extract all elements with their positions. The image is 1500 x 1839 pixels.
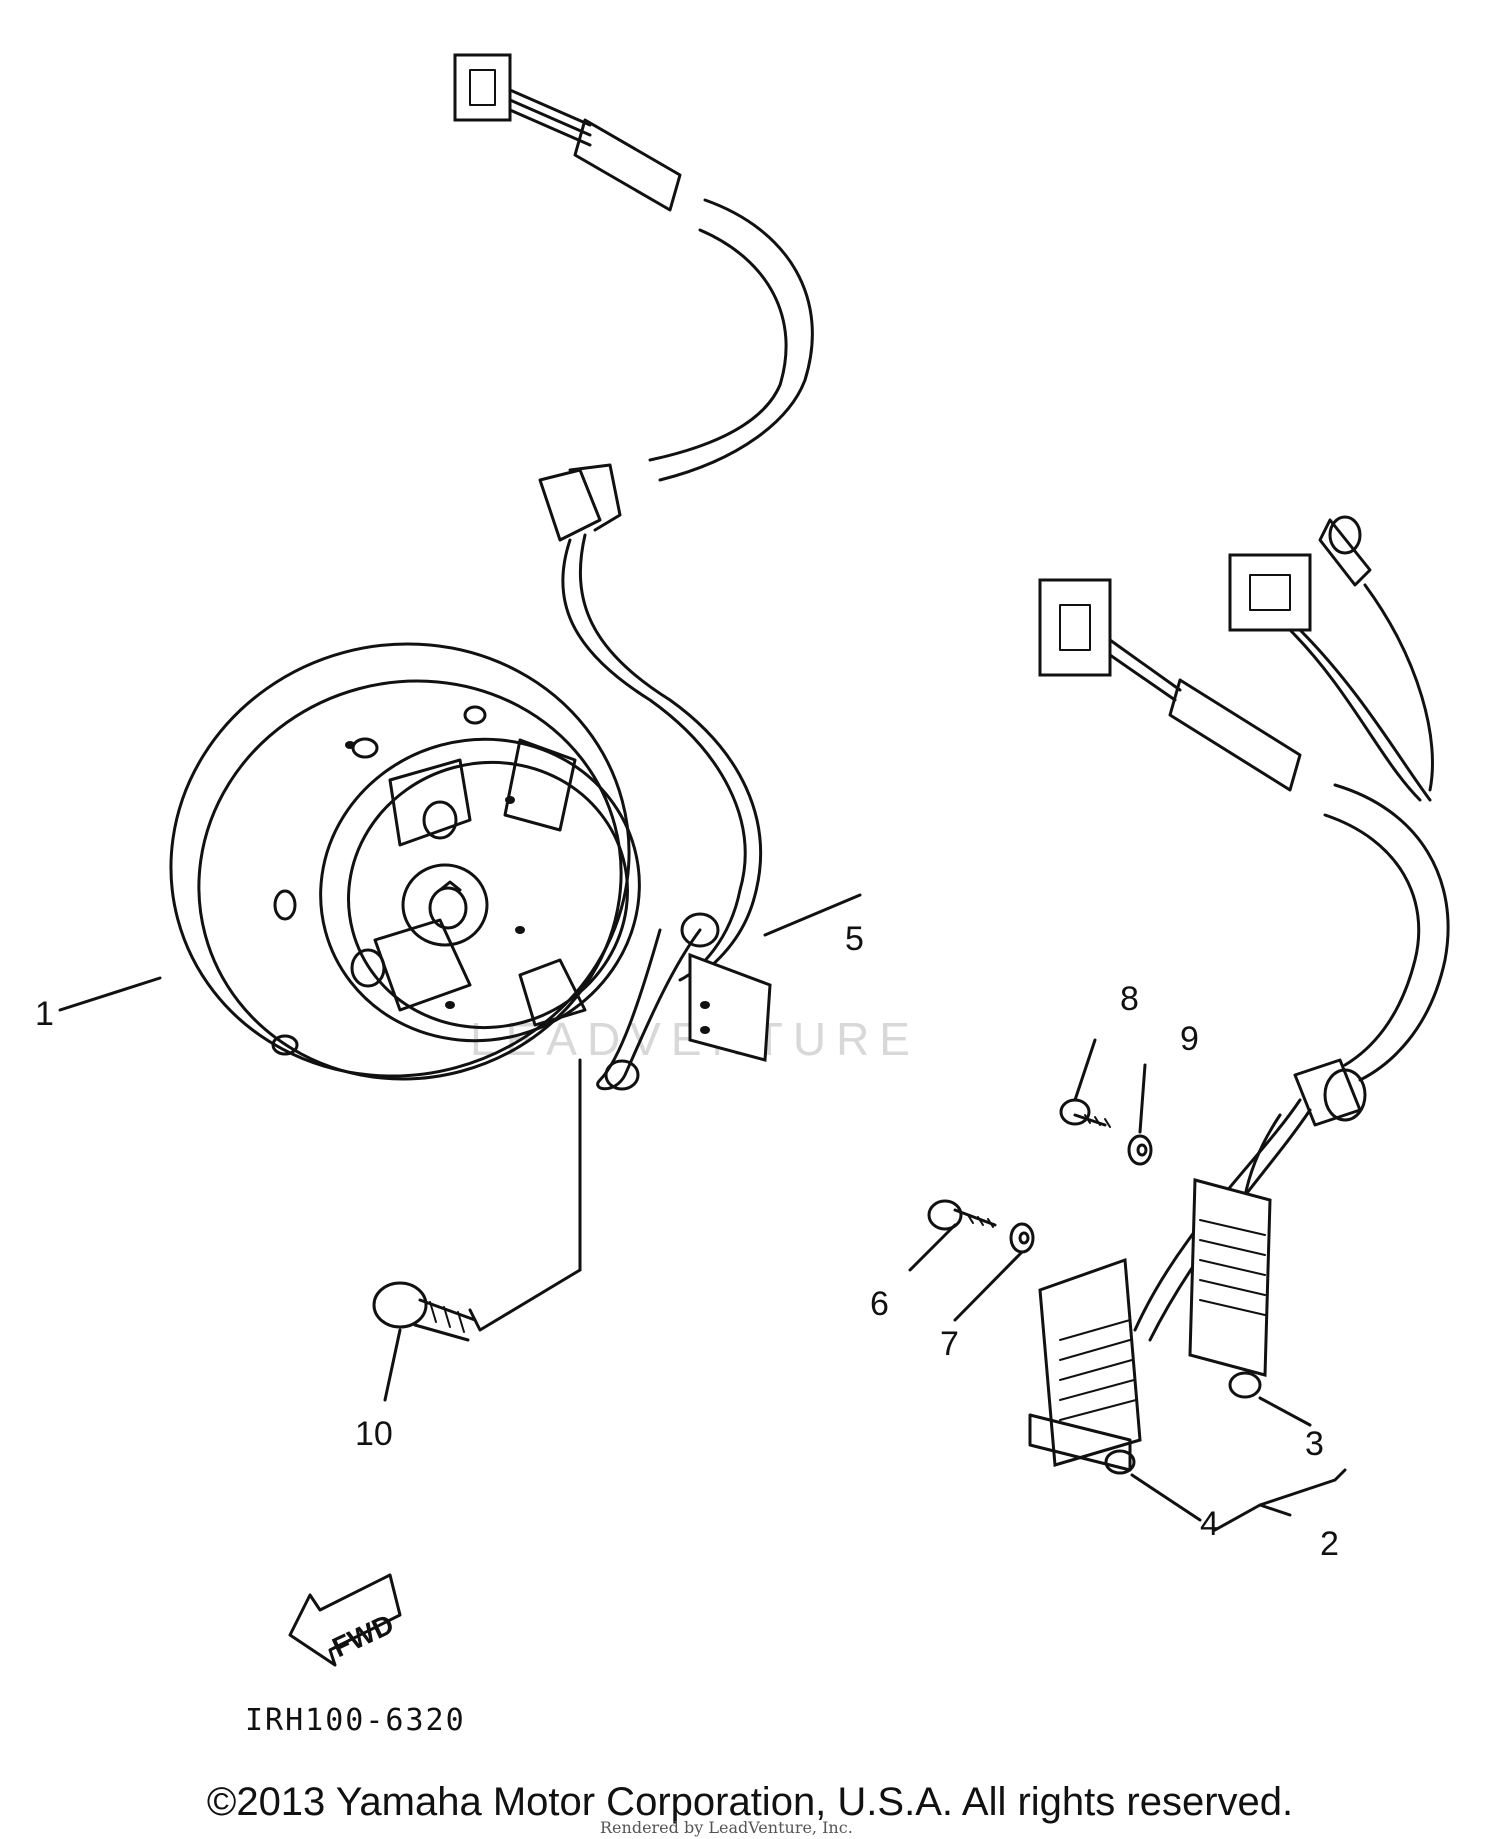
fwd-label: FWD [328,1608,399,1663]
callout-4: 4 [1200,1505,1219,1543]
pulser-coil-part [453,53,814,1091]
copyright-text: ©2013 Yamaha Motor Corporation, U.S.A. A… [206,1780,1294,1824]
callout-1: 1 [35,995,54,1033]
callout-6: 6 [870,1285,889,1323]
rendered-by-text: Rendered by LeadVenture, Inc. [600,1818,853,1837]
callout-7: 7 [940,1325,959,1363]
flywheel-rotor-part [169,642,641,1081]
callout-5: 5 [845,920,864,958]
screw-10-part [372,1058,582,1342]
callout-3: 3 [1305,1425,1324,1463]
callout-9: 9 [1180,1020,1199,1058]
fwd-arrow: FWD [288,1573,402,1667]
callout-2: 2 [1320,1525,1339,1563]
diagram-code: IRH100-6320 [245,1703,466,1738]
source-coil-assembly-part [927,515,1450,1475]
callout-10: 10 [355,1415,393,1453]
leader-lines [58,893,1347,1532]
callout-8: 8 [1120,980,1139,1018]
